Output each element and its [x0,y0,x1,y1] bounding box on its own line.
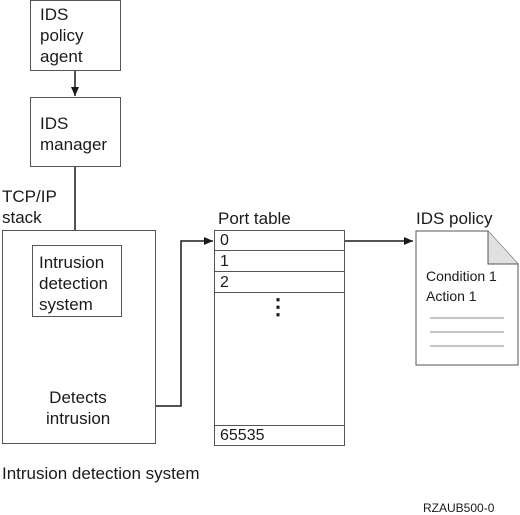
ids-manager-box [30,97,121,167]
figure-caption: Intrusion detection system [2,464,200,483]
intrusion-detection-system-box [32,245,122,317]
ids-policy-agent-label: IDS policy agent [40,5,84,66]
port-table-ellipsis: ⋮ [267,294,289,319]
policy-document-fold [487,231,518,265]
port-table-label: Port table [218,209,291,228]
intrusion-detection-system-label: Intrusion detection system [39,253,108,314]
ids-policy-agent-box [30,0,121,71]
ids-policy-label: IDS policy [416,209,493,228]
policy-condition: Condition 1 [426,268,497,284]
detects-intrusion-label: Detects intrusion [46,388,111,428]
port-table-row: 2 [215,273,344,293]
tcpip-stack-label: TCP/IP stack [2,187,57,227]
port-table-row: 0 [215,231,344,251]
arrow-detects-to-port-table [147,237,213,407]
figure-id: RZAUB500-0 [423,501,495,515]
policy-action: Action 1 [426,288,477,304]
port-table-row: 1 [215,252,344,272]
port-table-box [214,230,345,446]
ids-manager-label: IDS manager [40,114,108,154]
port-table-row-last: 65535 [215,425,344,445]
